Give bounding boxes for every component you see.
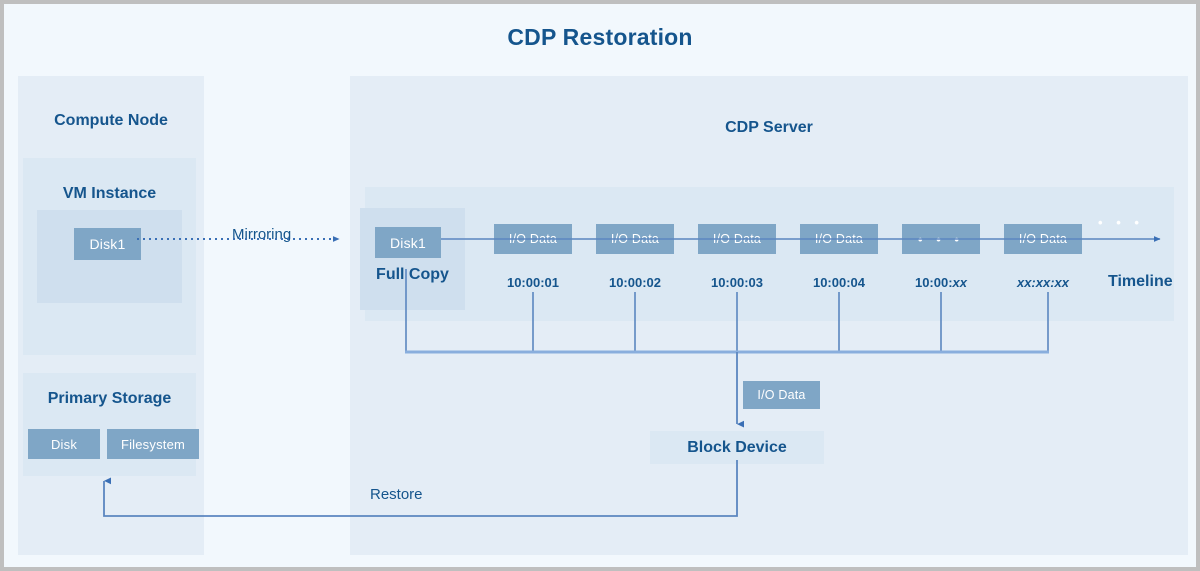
block-device-box[interactable]: Block Device xyxy=(650,431,824,464)
restore-label: Restore xyxy=(370,486,423,503)
timeline-tick-label: 10:00:03 xyxy=(710,275,764,290)
mirroring-label: Mirroring xyxy=(232,226,292,243)
timeline-ellipsis-box[interactable]: • • • xyxy=(902,224,980,254)
timeline-trailing-ellipsis: • • • xyxy=(1098,215,1144,230)
timeline-tick-label: 10:00:xx xyxy=(914,275,968,290)
diagram-canvas: CDP Restoration Compute Node VM Instance… xyxy=(4,4,1196,567)
page-title: CDP Restoration xyxy=(507,24,693,50)
timeline-axis-label: Timeline xyxy=(1108,273,1173,290)
full-copy-disk1-chip[interactable]: Disk1 xyxy=(375,227,441,258)
io-data-drop-chip[interactable]: I/O Data xyxy=(743,381,820,409)
timeline-tick-label: 10:00:02 xyxy=(608,275,662,290)
timeline-io-data-box[interactable]: I/O Data xyxy=(698,224,776,254)
vm-instance-title: VM Instance xyxy=(62,185,157,202)
timeline-tick-label: 10:00:04 xyxy=(812,275,866,290)
timeline-tick-label: xx:xx:xx xyxy=(1016,275,1070,290)
primary-storage-filesystem-chip[interactable]: Filesystem xyxy=(107,429,199,459)
timeline-io-data-box[interactable]: I/O Data xyxy=(1004,224,1082,254)
primary-storage-title: Primary Storage xyxy=(47,390,172,407)
timeline-tick-label: 10:00:01 xyxy=(506,275,560,290)
timeline-panel xyxy=(365,187,1174,321)
primary-storage-disk-chip[interactable]: Disk xyxy=(28,429,100,459)
timeline-io-data-box[interactable]: I/O Data xyxy=(800,224,878,254)
timeline-io-data-box[interactable]: I/O Data xyxy=(494,224,572,254)
full-copy-panel xyxy=(360,208,465,310)
vm-disk1-chip[interactable]: Disk1 xyxy=(74,228,141,260)
full-copy-caption: Full Copy xyxy=(376,266,449,283)
compute-node-title: Compute Node xyxy=(54,112,168,129)
primary-storage-panel xyxy=(23,373,196,476)
cdp-server-title: CDP Server xyxy=(725,119,813,136)
timeline-io-data-box[interactable]: I/O Data xyxy=(596,224,674,254)
